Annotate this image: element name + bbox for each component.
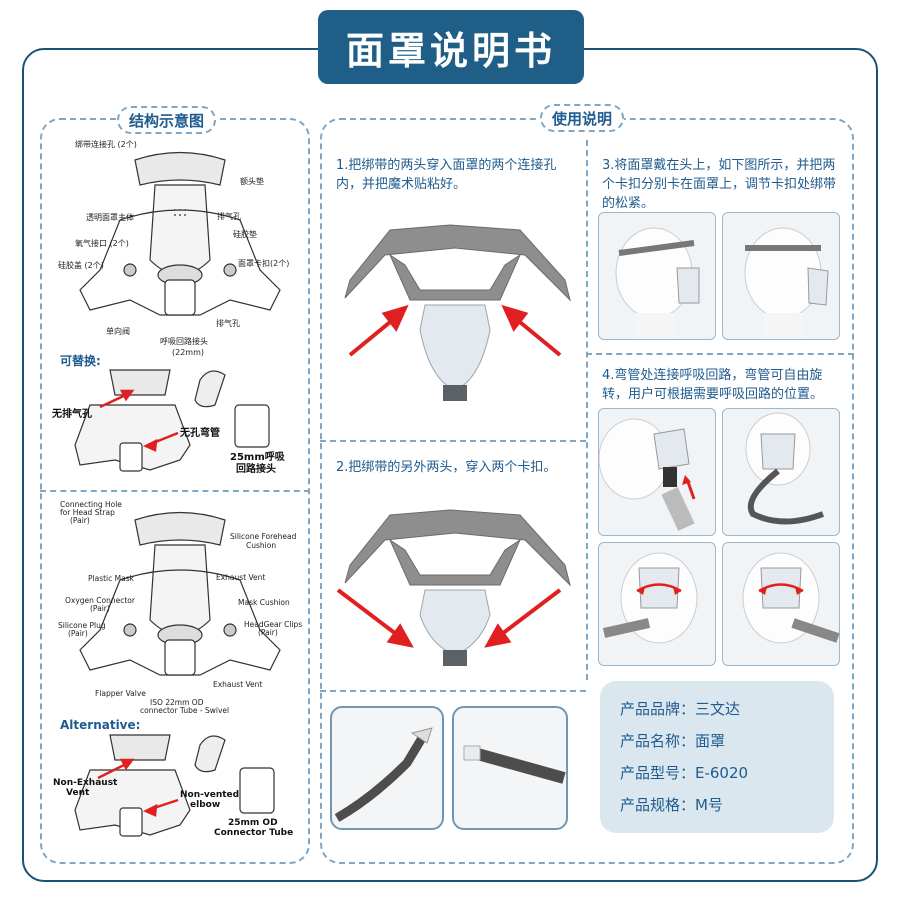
label-exhaust-1: 排气孔 xyxy=(217,212,241,221)
alt-25mm-en-1: 25mm OD xyxy=(228,818,278,828)
usage-vdivider xyxy=(586,140,588,680)
step-2-text: 2.把绑带的另外两头，穿入两个卡扣。 xyxy=(336,460,557,475)
step-4-text: 4.弯管处连接呼吸回路，弯管可自由旋转，用户可根据需要呼吸回路的位置。 xyxy=(602,368,824,402)
step-3-photo-1 xyxy=(598,212,716,340)
alt-non-exhaust-en-1: Non-Exhaust xyxy=(53,778,118,788)
spec-size: 产品规格：M号 xyxy=(620,796,723,814)
en-plug-2: (Pair) xyxy=(68,629,88,638)
en-forehead-2: Cushion xyxy=(246,541,277,550)
alt-no-hole-elbow-cn: 无孔弯管 xyxy=(180,428,220,439)
structure-tab: 结构示意图 xyxy=(117,106,217,134)
en-clips-1: HeadGear Clips xyxy=(244,620,303,629)
en-clips-2: (Pair) xyxy=(258,628,278,637)
en-plastic-mask: Plastic Mask xyxy=(88,574,134,583)
label-check-valve: 单向阀 xyxy=(106,327,130,336)
step-4-photo-2 xyxy=(722,408,840,536)
alt-title-cn: 可替换: xyxy=(60,354,101,368)
spec-panel: 产品品牌：三文达 产品名称：面罩 产品型号：E-6020 产品规格：M号 xyxy=(600,681,834,833)
label-silicone-cap: 硅胶盖 (2个) xyxy=(58,261,104,270)
alt-diagram-cn xyxy=(74,369,270,472)
en-iso-1: ISO 22mm OD xyxy=(150,698,204,707)
en-oxygen-1: Oxygen Connector xyxy=(65,596,135,605)
en-forehead-1: Silicone Forehead xyxy=(230,532,297,541)
label-circuit-connector: 呼吸回路接头 xyxy=(160,337,208,346)
page-title: 面罩说明书 xyxy=(345,28,556,73)
en-strap-hole-1: Connecting Hole xyxy=(60,500,122,509)
alt-non-exhaust-en-2: Vent xyxy=(66,788,90,798)
usage-hdivider-2 xyxy=(586,353,854,355)
spec-brand: 产品品牌：三文达 xyxy=(620,700,741,718)
strap-photo-1 xyxy=(330,706,444,830)
strap-photo-2 xyxy=(452,706,568,830)
usage-hdivider-3 xyxy=(320,690,586,692)
step-3-text: 3.将面罩戴在头上，如下图所示，并把两个卡扣分别卡在面罩上，调节卡扣处绑带的松紧… xyxy=(602,158,837,211)
step-1-illustration xyxy=(344,224,571,401)
usage-tab: 使用说明 xyxy=(540,104,625,132)
label-mask-body: 透明面罩主体 xyxy=(86,213,134,222)
usage-hdivider-1 xyxy=(320,440,586,442)
en-exhaust-2: Exhaust Vent xyxy=(213,680,263,689)
alt-non-vented-2: elbow xyxy=(190,800,221,810)
alt-25mm-cn-1: 25mm呼吸 xyxy=(230,452,285,463)
mask-diagram-cn xyxy=(79,151,281,316)
step-4-photo-3 xyxy=(598,542,716,666)
step-3-photo-2 xyxy=(722,212,840,340)
en-oxygen-2: (Pair) xyxy=(90,604,110,613)
label-oxygen-port: 氧气接口 (2个) xyxy=(75,239,129,248)
alt-non-vented-1: Non-vented xyxy=(180,790,240,800)
spec-model: 产品型号：E-6020 xyxy=(620,764,749,782)
alt-diagram-en xyxy=(74,734,275,837)
alt-title-en: Alternative: xyxy=(60,718,141,732)
alt-no-exhaust-cn: 无排气孔 xyxy=(52,409,92,420)
en-flapper: Flapper Valve xyxy=(95,689,146,698)
label-forehead-pad: 额头垫 xyxy=(240,177,264,186)
label-mask-clip: 面罩卡扣(2个) xyxy=(238,259,290,268)
step-4-photo-1 xyxy=(598,408,716,536)
en-iso-2: connector Tube - Swivel xyxy=(140,706,230,715)
step-4-photo-4 xyxy=(722,542,840,666)
alt-25mm-en-2: Connector Tube xyxy=(214,828,294,838)
title-banner: 面罩说明书 xyxy=(318,10,584,84)
step-1-text: 1.把绑带的两头穿入面罩的两个连接孔内，并把魔术贴粘好。 xyxy=(336,158,557,192)
en-strap-hole-3: (Pair) xyxy=(70,516,90,525)
spec-name: 产品名称：面罩 xyxy=(620,732,726,750)
mask-diagram-en xyxy=(79,511,281,676)
en-plug-1: Silicone Plug xyxy=(58,621,106,630)
structure-divider xyxy=(40,490,310,492)
label-22mm: (22mm) xyxy=(172,348,205,357)
label-cushion: 硅胶垫 xyxy=(233,230,257,239)
label-strap-hole: 绑带连接孔 (2个) xyxy=(75,140,137,149)
en-exhaust-1: Exhaust Vent xyxy=(216,573,266,582)
en-cushion: Mask Cushion xyxy=(238,598,290,607)
step-2-illustration xyxy=(336,509,571,666)
en-strap-hole-2: for Head Strap xyxy=(60,508,115,517)
alt-25mm-cn-2: 回路接头 xyxy=(236,464,276,475)
label-exhaust-2: 排气孔 xyxy=(216,319,240,328)
